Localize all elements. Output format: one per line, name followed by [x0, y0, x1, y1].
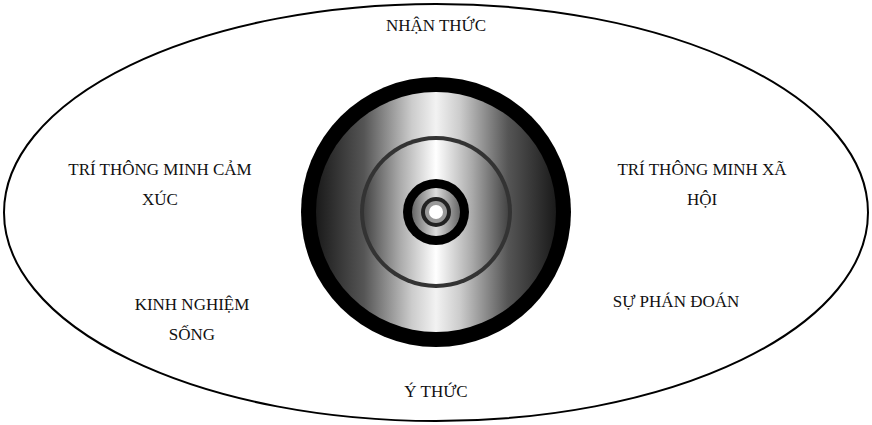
region-label: TRÍ THÔNG MINH CẢM XÚC — [65, 155, 255, 215]
ellipse-outline — [4, 4, 868, 421]
pupil-grey — [425, 201, 447, 223]
region-label: KINH NGHIỆM SỐNG — [117, 290, 267, 350]
pupil-light — [429, 205, 443, 219]
dark-ring — [360, 136, 512, 288]
pupil-dark — [421, 197, 451, 227]
outer-ring — [301, 77, 571, 347]
pupil-ring — [403, 179, 469, 245]
region-label: SỰ PHÁN ĐOÁN — [613, 287, 740, 317]
light-ring — [364, 140, 508, 284]
pupil-band — [412, 188, 460, 236]
banded-ring — [316, 92, 556, 332]
region-label: NHẬN THỨC — [386, 11, 486, 41]
region-label: Ý THỨC — [404, 377, 467, 407]
region-label: TRÍ THÔNG MINH XÃ HỘI — [607, 155, 797, 215]
